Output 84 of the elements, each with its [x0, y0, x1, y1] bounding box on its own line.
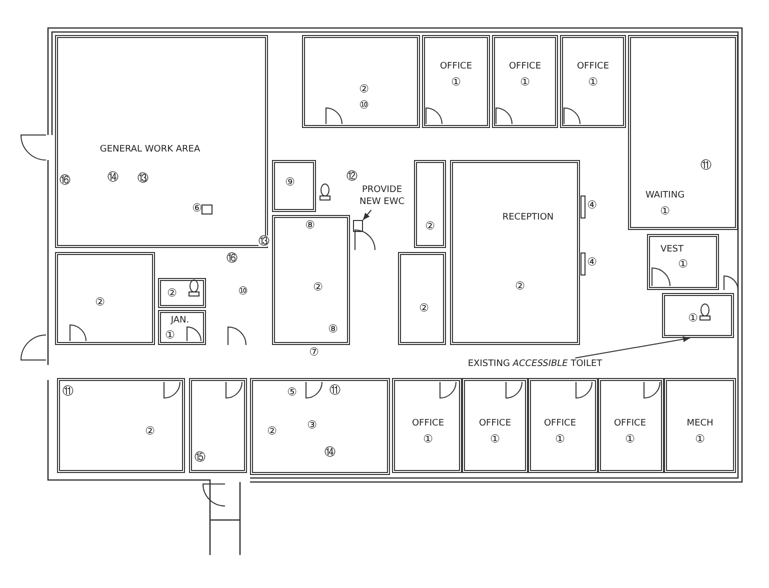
room-outline: [55, 252, 155, 345]
room-outline: [462, 378, 528, 473]
room-outline: [189, 378, 247, 473]
room-number: ①: [165, 330, 175, 340]
room-number: ②: [267, 426, 277, 436]
room-number: ①: [678, 258, 688, 270]
room-number: ⑭: [108, 172, 118, 182]
room-name: VEST: [660, 246, 684, 254]
room-number: ①: [451, 76, 461, 88]
room-number: ②: [313, 282, 323, 292]
room-name: OFFICE: [614, 420, 646, 428]
room-outline: [662, 293, 734, 338]
room-name: GENERAL WORK AREA: [100, 146, 200, 154]
room-outline: [598, 378, 664, 473]
room-outline: [392, 378, 462, 473]
room-number: ①: [625, 434, 635, 444]
room-outline: [560, 35, 626, 128]
callout-number: ⑯: [226, 252, 238, 264]
room-number: ③: [307, 420, 317, 430]
callout-number: ⑬: [258, 236, 270, 246]
room-number: ⑬: [138, 172, 148, 184]
room-number: ⑤: [287, 386, 297, 398]
room-number: ⑧: [305, 220, 315, 230]
callout-number: ⑪: [700, 160, 712, 170]
room-number: ⑪: [62, 386, 74, 396]
room-number: ⑪: [330, 384, 340, 396]
callout-number: ⑦: [309, 346, 319, 358]
room-number: ②: [419, 302, 429, 314]
room-name: MECH: [686, 420, 714, 428]
room-number: ②: [145, 426, 155, 436]
room-outline: [664, 378, 736, 473]
leader-line: [574, 336, 690, 358]
room-name: OFFICE: [478, 420, 512, 428]
callout-note: PROVIDE NEW EWC: [354, 184, 410, 210]
room-number: ⑨: [285, 176, 295, 188]
room-outline: [250, 378, 390, 475]
room-outline: [158, 278, 206, 308]
water-cooler-icon: [353, 220, 363, 232]
room-outline: [302, 35, 420, 128]
room-outline: [55, 35, 268, 248]
room-outline: [422, 35, 490, 128]
room-number: ⑭: [324, 446, 336, 458]
room-name: OFFICE: [544, 420, 576, 428]
room-number: ⑧: [328, 324, 338, 334]
room-number: ②: [515, 280, 525, 292]
room-outline: [492, 35, 558, 128]
room-number: ②: [167, 288, 177, 298]
room-number: ①: [588, 76, 598, 88]
room-number: ①: [520, 76, 530, 88]
room-number: ②: [359, 84, 369, 94]
room-number: ①: [423, 434, 433, 444]
room-number: ①: [490, 434, 500, 444]
room-outline: [414, 160, 446, 248]
room-outline: [628, 35, 738, 230]
room-outline: [272, 215, 350, 345]
room-outline: [158, 310, 206, 345]
room-name: OFFICE: [508, 62, 542, 72]
room-number: ⑯: [60, 174, 70, 186]
callout-number: ⑩: [238, 286, 248, 296]
room-name: JAN.: [170, 316, 190, 326]
room-number: ⑮: [194, 452, 206, 462]
room-number: ①: [660, 206, 670, 216]
room-number: ⑩: [359, 100, 369, 110]
callout-note: EXISTING ACCESSIBLE TOILET: [460, 358, 610, 372]
room-outline: [647, 234, 719, 290]
room-outline: [528, 378, 598, 473]
room-number: ①: [695, 434, 705, 444]
room-outline: [57, 378, 185, 473]
room-name: RECEPTION: [502, 214, 554, 222]
room-name: OFFICE: [440, 62, 472, 72]
room-name: OFFICE: [576, 62, 610, 72]
leader-line: [362, 210, 372, 220]
room-number: ⑥: [192, 202, 202, 214]
room-name: OFFICE: [412, 420, 444, 428]
room-number: ②: [95, 296, 105, 308]
room-number: ①: [555, 434, 565, 444]
callout-number: ④: [587, 256, 597, 268]
room-outline: [398, 252, 446, 345]
room-number: ①: [688, 312, 698, 324]
room-outline: [272, 160, 316, 212]
room-number: ②: [425, 220, 435, 232]
room-name: WAITING: [645, 192, 685, 200]
callout-number: ④: [587, 200, 597, 210]
callout-number: ⑫: [346, 170, 358, 182]
